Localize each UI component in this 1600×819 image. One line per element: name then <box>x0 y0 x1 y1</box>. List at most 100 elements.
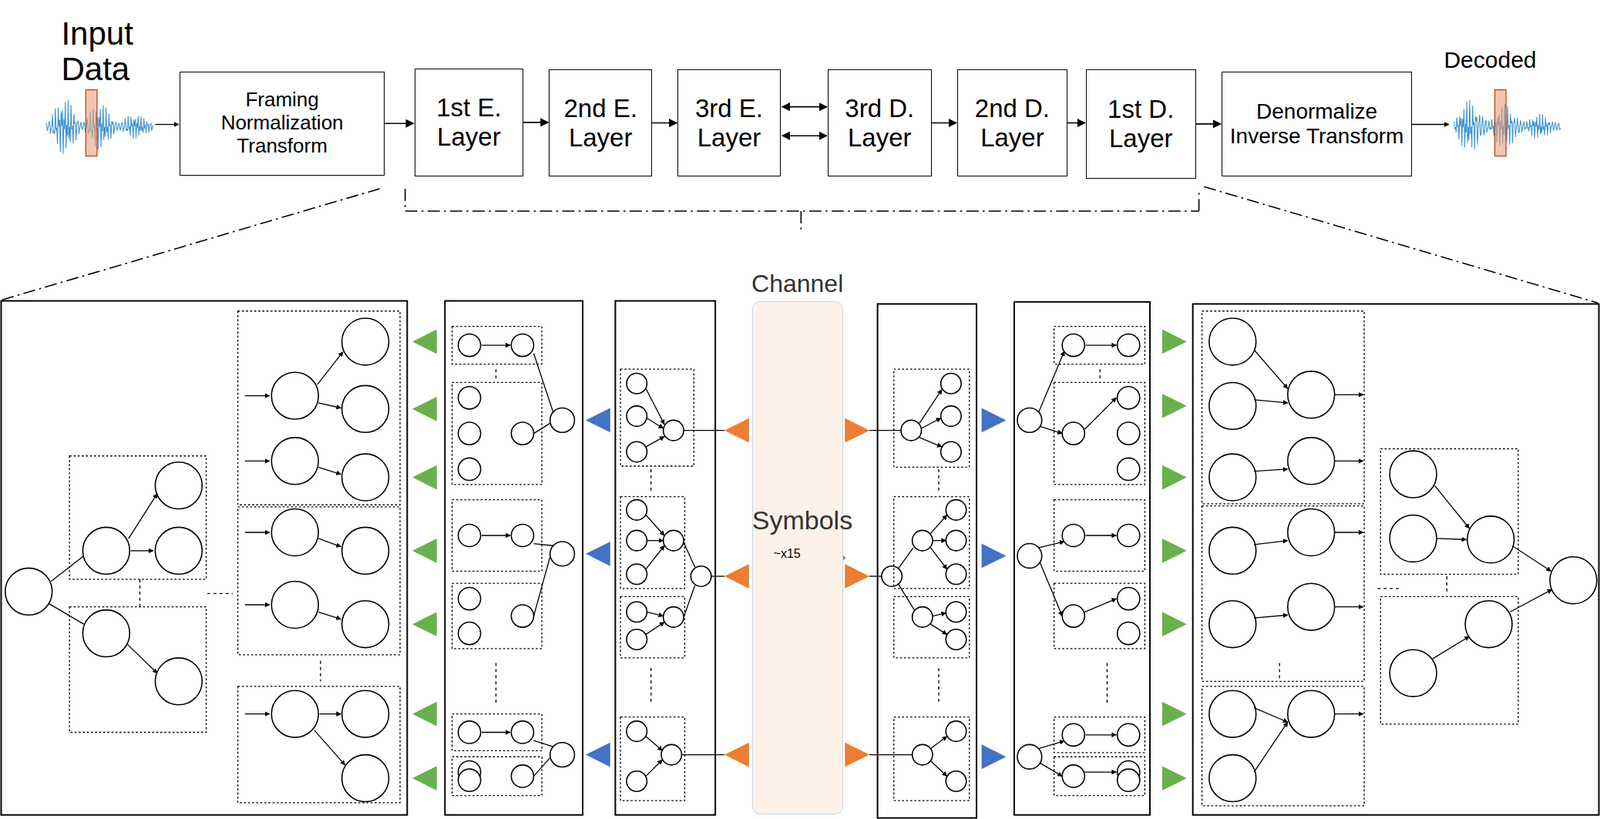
group-box <box>620 596 685 658</box>
neuron-circle <box>342 385 390 433</box>
neuron-circle <box>945 500 966 521</box>
link-line <box>128 494 158 539</box>
link-line <box>1039 763 1063 777</box>
group-box <box>452 382 542 485</box>
link-line <box>533 353 553 413</box>
link-line <box>1038 541 1065 548</box>
group-box <box>1202 506 1365 683</box>
neuron-circle <box>1209 318 1257 366</box>
neuron-circle <box>510 422 534 445</box>
flow-arrow <box>1067 122 1086 125</box>
group-box <box>238 686 400 804</box>
layer-panel <box>444 301 583 816</box>
neuron-circle <box>941 406 962 427</box>
neuron-circle <box>154 658 202 706</box>
process-box: Framing Normalization Transform <box>179 71 385 176</box>
link-line <box>1038 741 1065 750</box>
neuron-circle <box>1287 509 1335 557</box>
neuron-circle <box>342 690 390 738</box>
neuron-circle <box>458 524 481 547</box>
link-line <box>317 352 343 385</box>
link-line <box>1039 426 1063 434</box>
neuron-circle <box>1209 527 1257 575</box>
link-line <box>50 555 84 582</box>
neuron-circle <box>1117 524 1140 547</box>
neuron-circle <box>626 373 647 394</box>
quantizer-triangle <box>585 742 611 768</box>
neuron-circle <box>626 601 647 622</box>
neuron-circle <box>1209 755 1257 803</box>
neuron-circle <box>945 771 966 792</box>
box-text: Framing Normalization Transform <box>180 88 384 158</box>
neuron-circle <box>663 607 684 628</box>
layer-panel <box>1193 303 1600 815</box>
neuron-circle <box>458 769 481 792</box>
link-line <box>314 730 346 766</box>
group-box <box>1380 448 1519 575</box>
flow-arrow <box>1196 123 1221 125</box>
neuron-circle <box>1117 769 1140 792</box>
group-box <box>1054 756 1146 796</box>
ellipsis-dots <box>207 593 233 595</box>
link-line <box>1334 531 1364 533</box>
ellipsis-dots <box>1377 588 1400 589</box>
box-text: 3rd D. Layer <box>828 94 932 153</box>
neuron-circle <box>1209 690 1257 738</box>
link-line <box>533 740 553 747</box>
quantizer-triangle <box>981 544 1007 569</box>
neuron-circle <box>1117 457 1140 481</box>
neuron-circle <box>1287 583 1335 631</box>
link-line <box>318 467 341 474</box>
link-line <box>318 538 341 548</box>
link-line <box>646 418 663 429</box>
link-line <box>533 557 550 617</box>
link-line <box>1334 460 1364 462</box>
process-box: 2nd E. Layer <box>548 69 653 177</box>
neuron-circle <box>912 607 933 628</box>
layer-panel <box>615 301 716 816</box>
link-line <box>533 544 553 547</box>
group-box <box>452 326 542 365</box>
neuron-circle <box>154 462 202 510</box>
ellipsis-dots <box>650 469 652 495</box>
link-line <box>1084 598 1116 612</box>
link-line <box>897 547 914 570</box>
link-line <box>1038 351 1065 413</box>
neuron-circle <box>342 755 390 803</box>
neuron-circle <box>550 742 575 768</box>
process-box: 1st E. Layer <box>414 68 525 177</box>
quantizer-triangle <box>585 408 611 434</box>
neuron-circle <box>1117 588 1140 611</box>
link-line <box>921 418 942 429</box>
group-box <box>452 756 542 796</box>
quantizer-triangle <box>412 538 437 564</box>
neuron-circle <box>626 530 647 551</box>
link-line <box>869 430 901 431</box>
link-line <box>1436 538 1466 540</box>
ellipsis-dots <box>319 661 321 682</box>
zoom-line <box>1203 186 1598 303</box>
flow-arrow <box>782 134 827 137</box>
neuron-circle <box>458 721 481 744</box>
box-text: 3rd E. Layer <box>678 94 780 153</box>
ellipsis-dots <box>1099 369 1101 380</box>
group-box <box>452 583 542 649</box>
neuron-circle <box>271 372 319 420</box>
quantizer-triangle <box>724 564 750 589</box>
link-line <box>481 732 511 733</box>
link-line <box>645 622 665 636</box>
link-line <box>533 758 550 777</box>
link-line <box>683 585 696 618</box>
process-box: 2nd D. Layer <box>957 69 1068 177</box>
link-line <box>869 575 882 577</box>
box-text: Denormalize Inverse Transform <box>1222 99 1412 149</box>
neuron-circle <box>271 581 319 629</box>
group-box <box>1054 500 1146 572</box>
link-line <box>1085 344 1117 346</box>
group-box <box>1202 686 1365 807</box>
quantizer-triangle <box>412 396 437 422</box>
neuron-circle <box>945 601 966 622</box>
link-line <box>645 515 665 536</box>
neuron-circle <box>1017 544 1043 569</box>
neuron-circle <box>626 441 647 462</box>
